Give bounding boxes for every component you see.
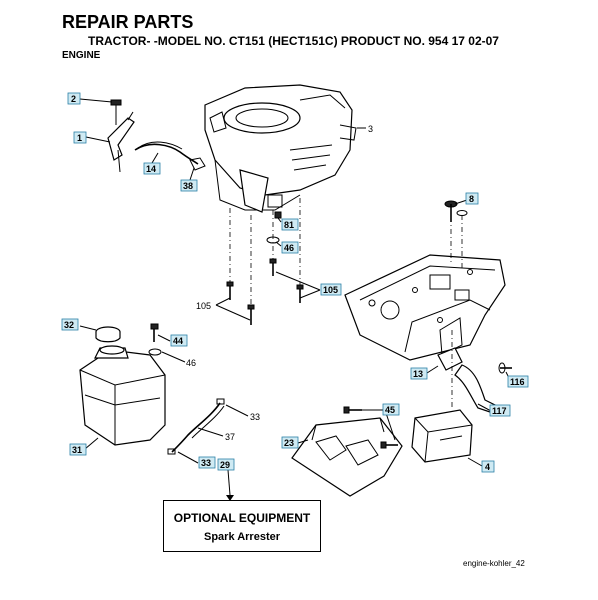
callout-81: 81 (281, 218, 299, 231)
svg-text:105: 105 (323, 285, 338, 295)
svg-text:32: 32 (64, 320, 74, 330)
fuel-line (134, 143, 199, 165)
optional-equipment-item: Spark Arrester (203, 531, 281, 543)
svg-text:38: 38 (183, 181, 193, 191)
callout-8: 8 (465, 192, 479, 205)
callout-37: 37 (225, 432, 235, 442)
svg-text:45: 45 (385, 405, 395, 415)
model-line: TRACTOR- -MODEL NO. CT151 (HECT151C) PRO… (88, 34, 499, 48)
callout-14: 14 (143, 162, 161, 175)
fuel-cap (95, 326, 121, 343)
fuel-hose (171, 402, 221, 453)
svg-text:3: 3 (368, 124, 373, 134)
callout-33-upper: 33 (250, 412, 260, 422)
drawing-reference: engine-kohler_42 (463, 559, 525, 568)
arrow-marker (226, 495, 234, 501)
callout-2: 2 (67, 92, 81, 105)
svg-text:33: 33 (250, 412, 260, 422)
callout-3: 3 (368, 124, 373, 134)
callout-38: 38 (180, 179, 198, 192)
callout-105-right: 105 (320, 283, 342, 296)
callout-44: 44 (170, 334, 188, 347)
callout-46-lower: 46 (186, 358, 196, 368)
svg-text:81: 81 (284, 220, 294, 230)
svg-text:1: 1 (77, 133, 82, 143)
callout-31: 31 (69, 443, 87, 456)
callout-45: 45 (382, 403, 400, 416)
hose-clamp (189, 157, 206, 171)
heat-shield (291, 417, 403, 497)
callout-23: 23 (281, 436, 299, 449)
svg-text:46: 46 (284, 243, 294, 253)
svg-text:46: 46 (186, 358, 196, 368)
leader-lines (79, 98, 511, 496)
section-label: ENGINE (62, 50, 101, 61)
callout-4: 4 (481, 460, 495, 473)
svg-text:33: 33 (201, 458, 211, 468)
fuel-tank (79, 345, 166, 446)
callout-32: 32 (61, 318, 79, 331)
callout-46-upper: 46 (281, 241, 299, 254)
svg-text:13: 13 (413, 369, 423, 379)
callout-105-left: 105 (196, 301, 211, 311)
tractor-frame (344, 254, 506, 361)
optional-equipment-heading: OPTIONAL EQUIPMENT (173, 511, 311, 525)
svg-text:29: 29 (220, 460, 230, 470)
engine-bolts (226, 258, 304, 325)
svg-text:2: 2 (71, 94, 76, 104)
svg-text:116: 116 (510, 377, 525, 387)
muffler-assembly (411, 347, 496, 463)
svg-text:14: 14 (146, 164, 156, 174)
callout-117: 117 (489, 404, 511, 417)
optional-equipment-box: OPTIONAL EQUIPMENT Spark Arrester (163, 500, 321, 552)
engine-assembly (204, 84, 357, 213)
bracket-part (107, 99, 135, 173)
svg-text:8: 8 (469, 194, 474, 204)
svg-text:105: 105 (196, 301, 211, 311)
svg-text:31: 31 (72, 445, 82, 455)
callout-33-lower: 33 (198, 456, 216, 469)
svg-text:117: 117 (492, 406, 507, 416)
callout-116: 116 (507, 375, 529, 388)
svg-text:44: 44 (173, 336, 183, 346)
page-title: REPAIR PARTS (62, 12, 194, 32)
svg-text:4: 4 (485, 462, 490, 472)
callout-29: 29 (217, 458, 235, 471)
svg-text:23: 23 (284, 438, 294, 448)
callout-13: 13 (410, 367, 428, 380)
svg-text:37: 37 (225, 432, 235, 442)
callout-1: 1 (73, 131, 87, 144)
